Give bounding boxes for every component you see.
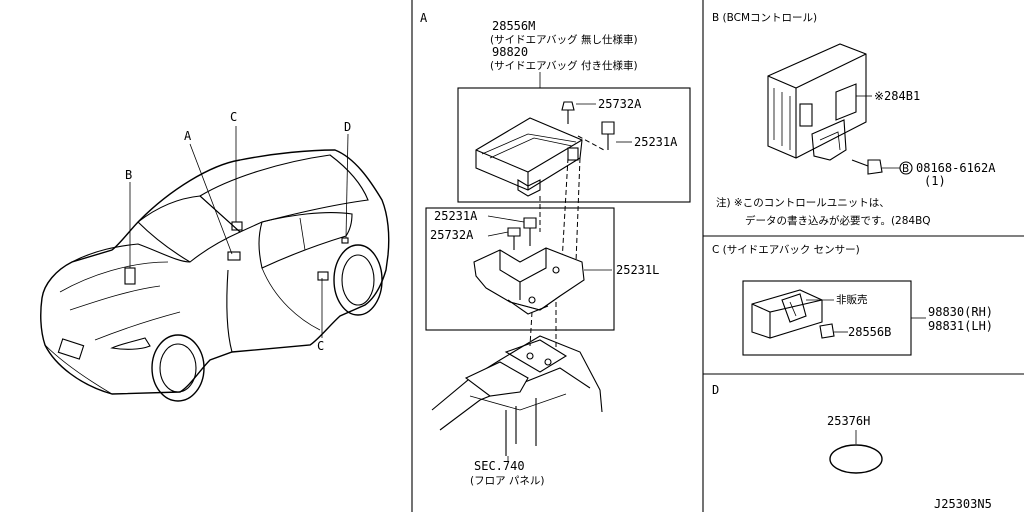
part-25231a-top-label: 25231A xyxy=(634,135,678,149)
not-sold-label: 非販売 xyxy=(836,293,868,306)
floor-panel xyxy=(431,335,603,462)
part-28556m-label: 28556M xyxy=(492,19,535,33)
bcm-note-line1: 注) ※このコントロールユニットは、 xyxy=(716,196,890,209)
bcm-unit xyxy=(767,43,913,175)
section-a-heading: A xyxy=(420,11,428,25)
bolt-symbol: B xyxy=(902,163,909,175)
callout-d-label: D xyxy=(344,120,351,134)
callout-c-bottom-label: C xyxy=(317,339,324,353)
part-98820-label: 98820 xyxy=(492,45,528,59)
callout-c-top-label: C xyxy=(230,110,237,124)
diagram-id: J25303N5 xyxy=(934,497,992,511)
part-25732a-top-label: 25732A xyxy=(598,97,642,111)
callout-b-label: B xyxy=(125,168,132,182)
part-bolt-label: 08168-6162A xyxy=(916,161,996,175)
part-25376h-label: 25376H xyxy=(827,414,870,428)
section-b-heading: B (BCMコントロール) xyxy=(712,12,817,24)
sec-740-label: SEC.740 xyxy=(474,459,525,473)
section-c-heading: C (サイドエアバック センサー) xyxy=(712,244,860,256)
part-28556m-note: (サイドエアバッグ 無し仕様車) xyxy=(490,33,638,46)
part-25231l-label: 25231L xyxy=(616,263,659,277)
part-98830-label: 98830(RH) xyxy=(928,305,993,319)
bolt-qty-label: (1) xyxy=(924,174,946,188)
car-illustration xyxy=(40,149,390,402)
part-25732a-bottom-label: 25732A xyxy=(430,228,474,242)
part-25231a-bottom-label: 25231A xyxy=(434,209,478,223)
part-284b1-label: ※284B1 xyxy=(874,89,920,103)
part-98831-label: 98831(LH) xyxy=(928,319,993,333)
side-airbag-sensor xyxy=(742,280,926,356)
sensor-pad-d xyxy=(829,430,883,474)
section-d-heading: D xyxy=(712,383,719,397)
airbag-module-group xyxy=(457,72,691,203)
car-callout-leaders xyxy=(129,126,349,338)
part-28556b-label: 28556B xyxy=(848,325,891,339)
bcm-note-line2: データの書き込みが必要です。(284BQ xyxy=(745,214,931,227)
part-98820-note: (サイドエアバッグ 付き仕様車) xyxy=(490,59,638,72)
sec-740-note: (フロア パネル) xyxy=(470,475,545,487)
panel-dividers xyxy=(411,0,1024,512)
callout-a-label: A xyxy=(184,129,192,143)
